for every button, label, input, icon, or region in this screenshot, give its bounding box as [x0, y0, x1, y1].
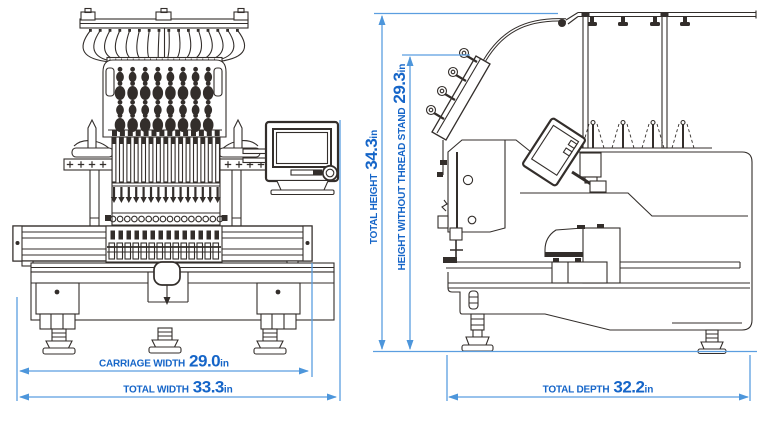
- total-width-value: 33.3: [193, 378, 224, 397]
- total-height-unit: in: [369, 130, 380, 139]
- carriage-width-label: CARRIAGE WIDTH: [99, 359, 185, 370]
- total-width-unit: in: [224, 385, 233, 396]
- total-depth-value: 32.2: [613, 378, 644, 397]
- total-depth-label: TOTAL DEPTH: [543, 385, 610, 396]
- height-without-thread-stand-unit: in: [397, 64, 408, 73]
- height-without-thread-stand-value: 29.3: [390, 72, 409, 103]
- side-control-pendant: [522, 117, 586, 187]
- total-width-label: TOTAL WIDTH: [123, 385, 189, 396]
- total-width-text: TOTAL WIDTH 33.3in: [123, 378, 233, 397]
- total-height-label: TOTAL HEIGHT: [369, 174, 380, 244]
- carriage-width-text: CARRIAGE WIDTH 29.0in: [99, 352, 229, 371]
- total-height-text: TOTAL HEIGHT 34.3in: [362, 130, 381, 244]
- carriage-width-value: 29.0: [189, 352, 220, 371]
- total-height-value: 34.3: [362, 139, 381, 170]
- carriage-width-unit: in: [220, 359, 229, 370]
- height-without-thread-stand-label: HEIGHT WITHOUT THREAD STAND: [397, 108, 408, 271]
- side-view-drawing: [425, 10, 757, 355]
- front-view-drawing: [12, 7, 340, 355]
- height-without-thread-stand-text: HEIGHT WITHOUT THREAD STAND 29.3in: [390, 64, 409, 271]
- total-depth-unit: in: [644, 385, 653, 396]
